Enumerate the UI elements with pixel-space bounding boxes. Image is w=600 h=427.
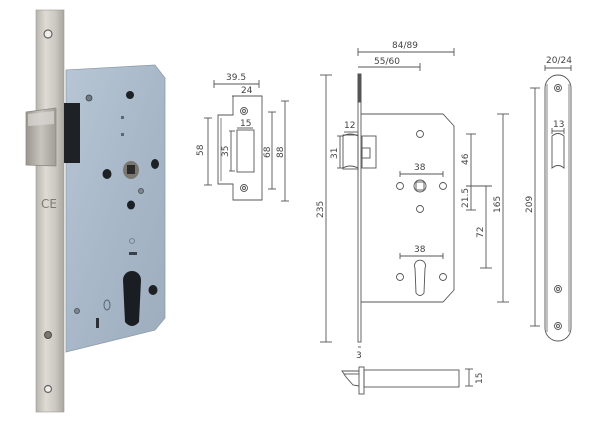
screw-hole-icon [43,29,53,39]
dim-strike-overall-width: 39.5 [226,73,246,83]
dim-case-height: 165 [493,196,503,213]
dim-strike-plate-width: 24 [241,86,253,96]
lock-body-drawing [320,48,509,395]
ce-mark: CE [41,197,57,211]
latch-bolt-photo [25,103,80,167]
dim-strike-lip-height: 58 [196,144,206,156]
dim-total-depth: 84/89 [392,41,418,51]
dim-strike-plate-height: 88 [276,146,286,158]
dim-forend-plate-width: 20/24 [546,56,572,66]
case-mark [129,238,135,244]
dim-strike-opening-height: 35 [221,146,231,157]
cylinder-hole [123,271,141,326]
dim-latch-height: 31 [330,148,340,159]
case-mark [121,133,124,136]
dim-top-to-follower: 46 [461,153,471,165]
case-mark [96,318,99,328]
dim-strike-screw-centers: 68 [263,146,273,158]
dim-backset: 55/60 [374,57,400,67]
screw-icon [85,94,93,102]
dim-forend-opening-width: 13 [553,120,564,130]
dim-follower-offset: 21.5 [461,188,471,208]
case-mark [129,252,137,255]
follower-hub [123,161,139,179]
dim-forend-thickness: 3 [356,351,362,361]
case-holes [102,91,159,295]
forend-plate-photo: CE [35,9,65,413]
case-mark [121,116,124,119]
dim-follower-to-cylinder: 72 [476,227,486,238]
dim-forend-length: 235 [316,201,326,218]
dim-forend-screw-centers: 209 [525,196,535,213]
case-mark [103,299,111,311]
dim-strike-opening-width: 15 [240,119,251,129]
screw-hole-icon [44,331,52,339]
screw-icon [138,188,144,194]
screw-icon [74,308,80,314]
forend-plate-drawing [530,65,572,342]
screw-hole-icon [43,384,53,394]
dim-cylinder-spacing: 38 [414,245,426,255]
dim-follower-spacing: 38 [414,163,426,173]
dim-latch-thickness: 12 [344,121,355,131]
strike-plate-drawing [204,80,289,202]
dim-forend-width-side: 15 [475,373,485,384]
